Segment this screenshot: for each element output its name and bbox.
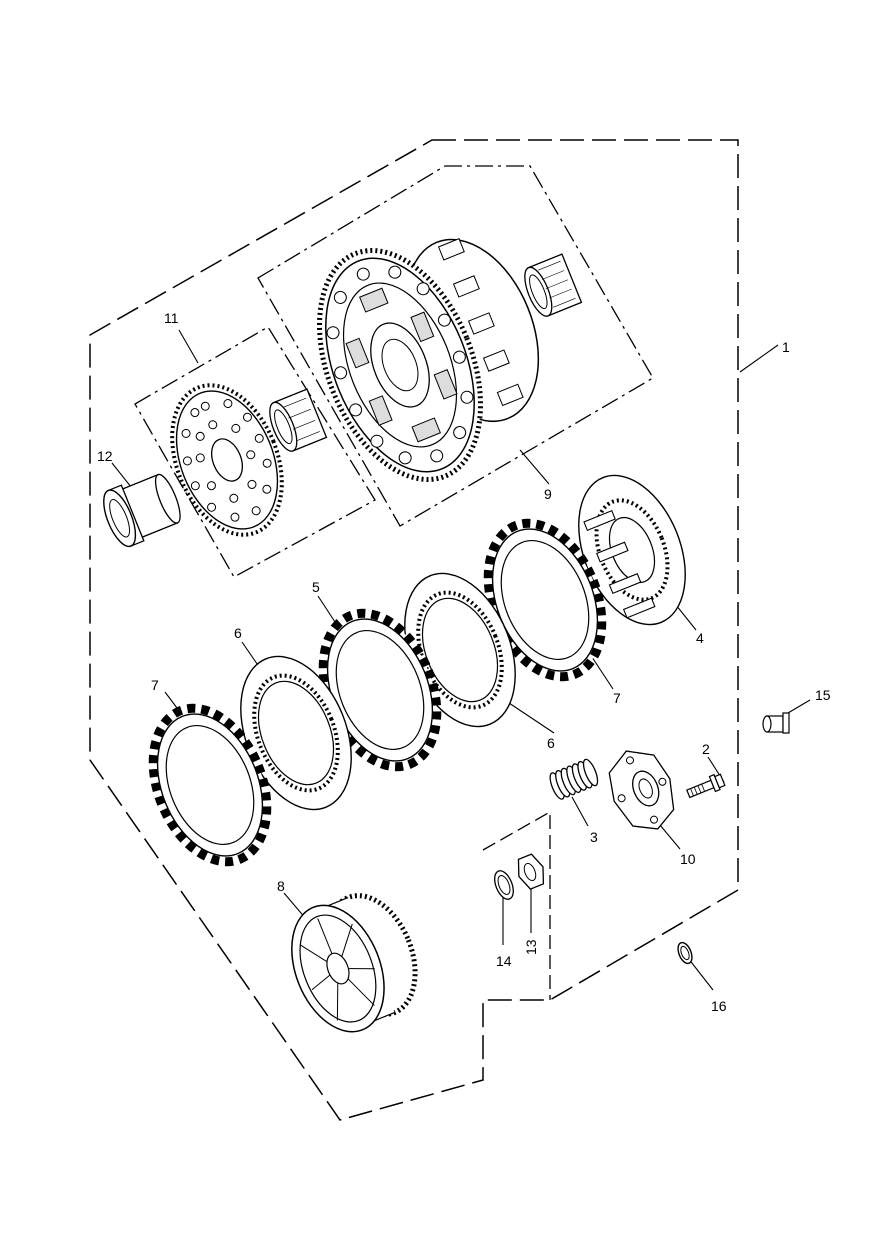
assembly-boundary-1 <box>89 139 739 1121</box>
pressure-plate <box>578 474 686 626</box>
needle-bearing-large <box>524 253 583 317</box>
washer-hole <box>497 875 511 895</box>
friction-plate-7-right <box>483 518 607 682</box>
callout-14: 14 <box>496 953 512 969</box>
callout-15: 15 <box>815 687 831 703</box>
callout-5: 5 <box>312 579 320 595</box>
circlip <box>677 941 693 965</box>
callout-11: 11 <box>164 310 179 326</box>
callout-4: 4 <box>696 630 704 646</box>
bolt <box>686 773 726 799</box>
callout-7-left: 7 <box>151 677 159 693</box>
assembly-boundary-13-14 <box>482 810 551 1000</box>
callout-labels: 1 2 3 4 5 6 6 7 7 8 9 10 11 12 13 14 15 … <box>97 310 831 1014</box>
callout-6-left: 6 <box>234 625 242 641</box>
assembly-boundary-11 <box>134 326 376 578</box>
washer <box>494 870 514 900</box>
callout-10: 10 <box>680 851 696 867</box>
inner-clutch-hub <box>291 893 418 1033</box>
circlip-inner <box>680 945 690 961</box>
callout-3: 3 <box>590 829 598 845</box>
nut <box>517 853 545 890</box>
callout-13: 13 <box>523 939 539 955</box>
callout-2: 2 <box>702 741 710 757</box>
spacer-bush <box>103 473 181 548</box>
callout-12: 12 <box>97 448 113 464</box>
lifter-plate <box>608 750 675 830</box>
callout-1: 1 <box>782 339 790 355</box>
plain-plate-6-left <box>240 655 352 811</box>
outer-clutch-basket <box>317 238 540 482</box>
friction-plate-7-left <box>148 703 272 867</box>
plug <box>762 712 790 734</box>
callout-7-right: 7 <box>613 690 621 706</box>
callout-8: 8 <box>277 878 285 894</box>
drive-gear <box>170 383 284 537</box>
friction-plate-5 <box>318 608 442 772</box>
needle-bearing-small <box>269 388 328 452</box>
callout-6-right: 6 <box>547 735 555 751</box>
clutch-spring <box>549 758 599 800</box>
callout-9: 9 <box>544 486 552 502</box>
callout-16: 16 <box>711 998 727 1014</box>
